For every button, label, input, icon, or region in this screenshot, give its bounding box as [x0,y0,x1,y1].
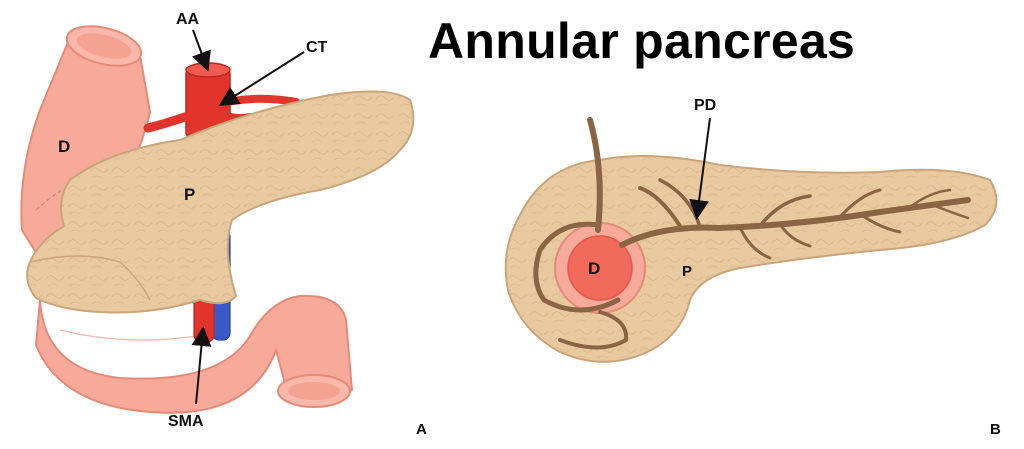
label-aa: AA [176,11,200,28]
duodenum-a [20,25,354,414]
label-ct: CT [306,39,328,56]
pancreatic-duct [533,117,971,350]
pancreas-b [504,155,998,363]
label-sma: SMA [168,413,204,430]
arrow-ct [218,51,305,107]
label-duodenum-b: D [588,259,600,278]
label-pancreas-a: P [184,185,195,204]
figure-title: Annular pancreas [428,13,856,69]
panel-letter-b: B [990,421,1001,438]
arrow-aa [192,29,211,72]
arrow-pd [689,117,711,220]
panel-letter-a: A [416,421,427,438]
pancreas-a [26,90,415,314]
label-duodenum-a: D [58,137,70,156]
panel-a-labels: D P AA CT SMA A [58,11,427,438]
panel-b-labels: D P PD B [588,97,1001,438]
label-pd: PD [694,97,716,114]
panel-b: D P PD B [504,97,1001,438]
panel-a: D P AA CT SMA A [20,11,427,438]
arrow-sma [191,326,212,405]
panel-b-arrows [689,117,711,220]
label-pancreas-b: P [682,263,692,280]
panel-a-arrows [191,29,305,405]
